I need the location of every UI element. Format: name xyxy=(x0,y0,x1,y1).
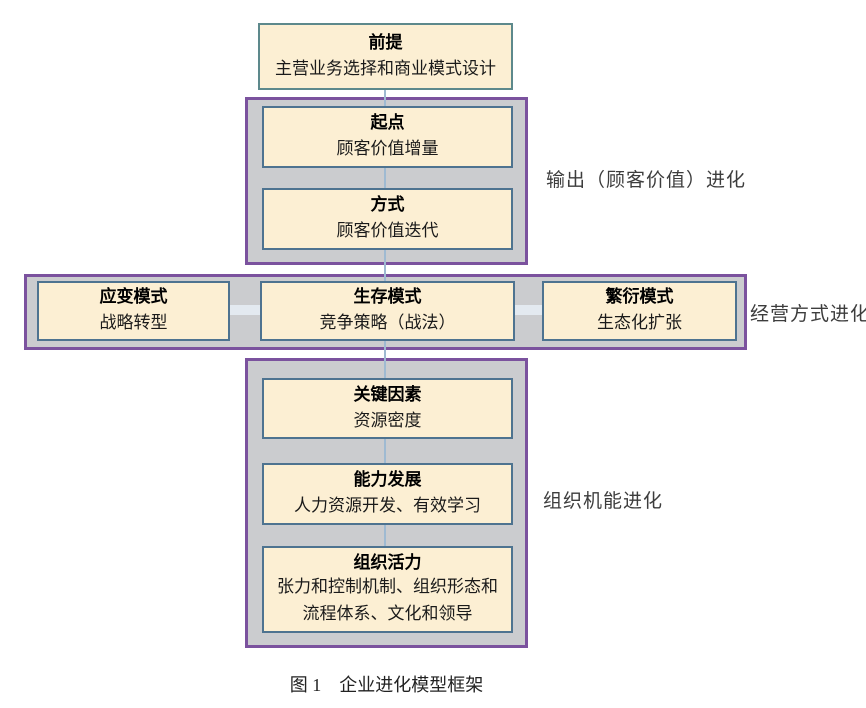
node-propagation-mode: 繁衍模式 生态化扩张 xyxy=(542,281,737,341)
node-subtitle: 顾客价值迭代 xyxy=(336,221,439,241)
node-subtitle: 主营业务选择和商业模式设计 xyxy=(275,58,496,78)
side-label-output-evolution: 输出（顾客价值）进化 xyxy=(546,170,747,191)
side-label-operation-evolution: 经营方式进化 xyxy=(750,304,866,325)
node-title: 组织活力 xyxy=(353,553,422,573)
node-survival-mode: 生存模式 竞争策略（战法） xyxy=(260,281,515,341)
node-adaptive-mode: 应变模式 战略转型 xyxy=(37,281,230,341)
side-label-organization-evolution: 组织机能进化 xyxy=(543,491,664,512)
node-subtitle: 战略转型 xyxy=(99,313,168,333)
node-premise: 前提 主营业务选择和商业模式设计 xyxy=(258,23,513,90)
node-capability-development: 能力发展 人力资源开发、有效学习 xyxy=(262,463,513,525)
node-title: 起点 xyxy=(370,113,405,133)
node-subtitle-line1: 张力和控制机制、组织形态和 xyxy=(277,577,498,597)
connector-horizontal-right xyxy=(514,305,543,315)
node-subtitle: 人力资源开发、有效学习 xyxy=(294,496,481,516)
node-title: 前提 xyxy=(368,32,403,52)
connector-spine xyxy=(384,90,386,633)
node-organizational-vitality: 组织活力 张力和控制机制、组织形态和 流程体系、文化和领导 xyxy=(262,546,513,633)
node-title: 应变模式 xyxy=(99,287,168,307)
node-subtitle-line2: 流程体系、文化和领导 xyxy=(302,604,473,624)
figure-caption: 图 1 企业进化模型框架 xyxy=(289,675,484,695)
node-key-factor: 关键因素 资源密度 xyxy=(262,378,513,439)
node-subtitle: 顾客价值增量 xyxy=(336,139,439,159)
node-subtitle: 竞争策略（战法） xyxy=(319,313,456,333)
node-title: 能力发展 xyxy=(353,470,422,490)
node-title: 繁衍模式 xyxy=(605,287,674,307)
node-title: 方式 xyxy=(370,195,405,215)
node-starting-point: 起点 顾客价值增量 xyxy=(262,106,513,168)
node-method: 方式 顾客价值迭代 xyxy=(262,188,513,250)
node-title: 生存模式 xyxy=(353,287,422,307)
connector-horizontal-left xyxy=(229,305,261,315)
node-subtitle: 资源密度 xyxy=(353,410,422,430)
node-title: 关键因素 xyxy=(353,384,422,404)
node-subtitle: 生态化扩张 xyxy=(597,313,682,333)
